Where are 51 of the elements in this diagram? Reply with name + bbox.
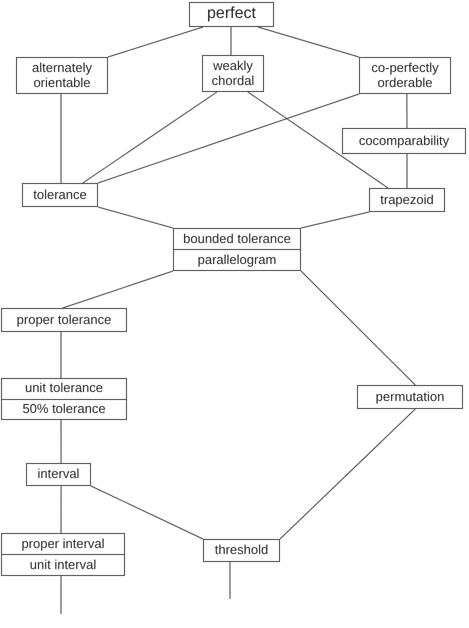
class-name: perfect (206, 4, 257, 24)
class-box (189, 2, 274, 27)
class-name: 50% tolerance (2, 398, 126, 419)
connector-line (230, 26, 232, 56)
class-name: permutation (374, 388, 446, 406)
class-name: cocomparability (358, 132, 450, 150)
class-box (26, 463, 91, 486)
class-box (22, 183, 98, 207)
connector-line (60, 332, 62, 378)
connector-line (60, 486, 62, 534)
class-box (342, 128, 466, 154)
class-box (203, 539, 280, 562)
connector-line (247, 92, 388, 188)
connector-line (90, 486, 204, 540)
class-name: bounded tolerance (182, 230, 292, 248)
class-name: alternately orientable (31, 58, 93, 92)
connector-line (406, 94, 408, 128)
connector-line (62, 270, 174, 308)
class-box (357, 385, 463, 409)
connector-line (300, 270, 416, 386)
class-name: unit interval (2, 554, 124, 575)
connector-line (60, 420, 62, 464)
class-name: proper interval (20, 534, 106, 553)
connector-line (98, 206, 174, 228)
class-name: proper tolerance (16, 310, 112, 329)
connector-line (229, 562, 230, 600)
connector-line (60, 576, 62, 614)
class-name: trapezoid (379, 190, 435, 209)
class-box (16, 57, 108, 94)
class-name: weakly chordal (210, 56, 256, 90)
connector-line (280, 408, 416, 540)
class-box (359, 57, 451, 94)
connector-line (82, 92, 218, 184)
class-box (1, 308, 127, 332)
class-box (202, 55, 264, 92)
class-name: threshold (214, 541, 270, 560)
connector-line (60, 94, 62, 184)
class-name: interval (36, 465, 80, 484)
class-box (1, 378, 127, 420)
class-box (369, 188, 445, 212)
connector-line (257, 26, 360, 58)
connector-line (108, 26, 204, 58)
class-name: co-perfectly orderable (370, 58, 440, 92)
class-name: parallelogram (174, 249, 300, 270)
connector-line (98, 94, 360, 184)
connector-line (406, 154, 408, 188)
class-box (173, 228, 301, 271)
connector-line (300, 212, 370, 228)
class-name: tolerance (32, 186, 88, 204)
class-name: unit tolerance (24, 379, 104, 398)
class-box (1, 533, 125, 576)
